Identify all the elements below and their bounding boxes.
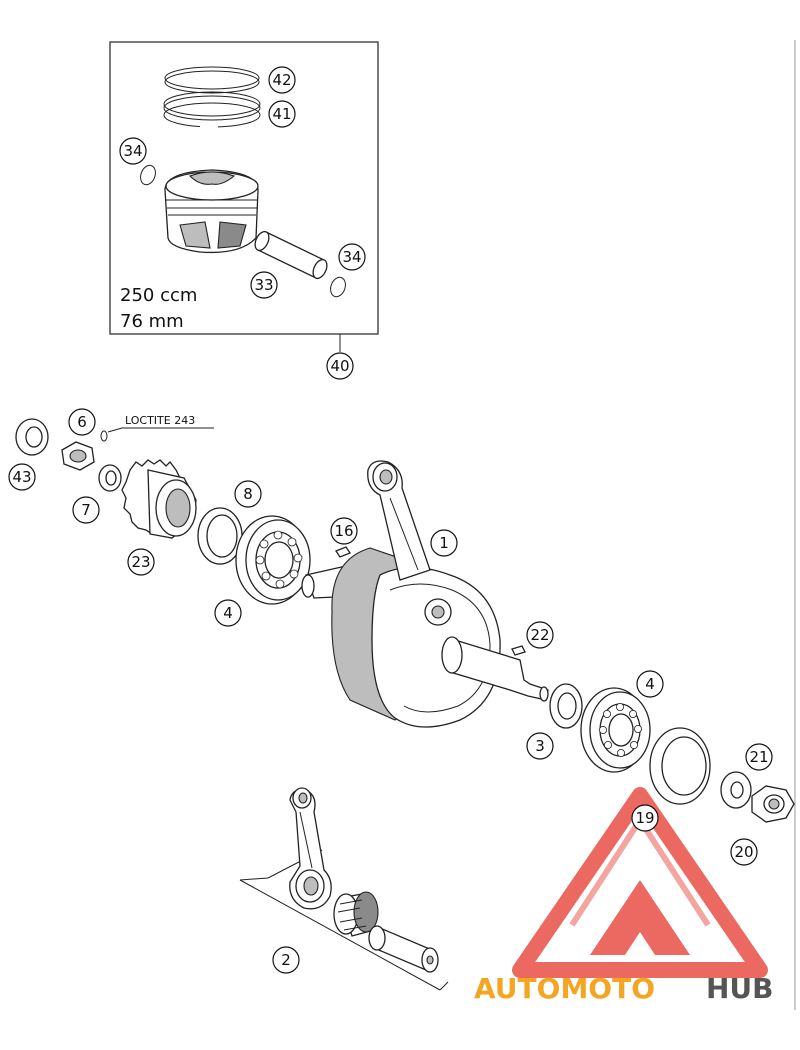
piston-pin — [254, 230, 328, 280]
svg-text:23: 23 — [131, 553, 150, 571]
callout-22: 22 — [526, 621, 554, 649]
callout-23: 23 — [127, 548, 155, 576]
callout-42: 42 — [268, 66, 296, 94]
callout-16: 16 — [330, 517, 358, 545]
svg-text:34: 34 — [123, 142, 142, 160]
main-bearing-left — [235, 515, 311, 605]
shaft-seal-19 — [649, 727, 711, 805]
callout-2: 2 — [272, 946, 300, 974]
woodruff-key-16 — [335, 546, 351, 558]
woodruff-key-22 — [511, 645, 526, 656]
displacement-label: 250 ccm — [120, 285, 197, 306]
callout-7: 7 — [72, 496, 100, 524]
needle-bearing — [333, 891, 379, 937]
connecting-rod-kit — [239, 787, 449, 991]
svg-text:8: 8 — [243, 485, 253, 503]
callout-33: 33 — [250, 271, 278, 299]
nut-6 — [61, 441, 95, 471]
callout-1: 1 — [430, 529, 458, 557]
svg-text:43: 43 — [12, 468, 31, 486]
spacer-43 — [15, 418, 49, 456]
piston-pin-clip-left — [140, 164, 156, 186]
callout-34-right: 34 — [338, 243, 366, 271]
gear-23 — [121, 459, 197, 539]
svg-text:4: 4 — [645, 675, 655, 693]
svg-text:16: 16 — [334, 522, 353, 540]
crank-pin — [368, 925, 439, 973]
shim-3 — [549, 683, 583, 729]
svg-text:6: 6 — [77, 413, 87, 431]
main-bearing-right — [580, 687, 651, 773]
piston-ring-41 — [163, 91, 261, 129]
callout-8: 8 — [234, 480, 262, 508]
crankshaft — [301, 460, 549, 728]
svg-text:40: 40 — [330, 357, 349, 375]
piston-kit-box: 250 ccm 76 mm — [109, 41, 379, 352]
piston-ring-42 — [164, 66, 260, 94]
svg-text:42: 42 — [272, 71, 291, 89]
callout-4-right: 4 — [636, 670, 664, 698]
callout-20: 20 — [730, 838, 758, 866]
svg-text:7: 7 — [81, 501, 91, 519]
piston — [164, 169, 259, 254]
nut-20 — [751, 785, 795, 823]
svg-text:19: 19 — [635, 809, 654, 827]
callout-19: 19 — [631, 804, 659, 832]
callout-40: 40 — [326, 352, 354, 380]
callout-6: 6 — [68, 408, 96, 436]
bore-label: 76 mm — [120, 311, 184, 332]
connecting-rod — [289, 787, 332, 910]
loctite-note: LOCTITE 243 — [125, 414, 195, 427]
callout-3: 3 — [526, 732, 554, 760]
callout-34-left: 34 — [119, 137, 147, 165]
svg-text:33: 33 — [254, 276, 273, 294]
callout-4-left: 4 — [214, 599, 242, 627]
loctite-leader — [107, 427, 123, 433]
callout-41: 41 — [268, 100, 296, 128]
svg-text:41: 41 — [272, 105, 291, 123]
svg-text:20: 20 — [734, 843, 753, 861]
svg-text:2: 2 — [281, 951, 291, 969]
svg-text:21: 21 — [749, 748, 768, 766]
callout-21: 21 — [745, 743, 773, 771]
svg-text:34: 34 — [342, 248, 361, 266]
svg-text:22: 22 — [530, 626, 549, 644]
watermark-text-part2: HUB — [706, 972, 774, 1005]
callout-43: 43 — [8, 463, 36, 491]
callouts: 42 41 34 34 33 40 6 43 7 23 8 4 16 1 22 … — [8, 66, 773, 974]
washer-21 — [720, 771, 752, 809]
shaft-seal-8 — [197, 507, 243, 565]
washer-7 — [98, 464, 122, 492]
watermark-text-part1: AUTOMOTO — [474, 972, 655, 1005]
piston-pin-clip-right — [330, 276, 346, 298]
svg-text:1: 1 — [439, 534, 449, 552]
svg-text:3: 3 — [535, 737, 545, 755]
loctite-dot — [100, 430, 108, 442]
svg-text:4: 4 — [223, 604, 233, 622]
